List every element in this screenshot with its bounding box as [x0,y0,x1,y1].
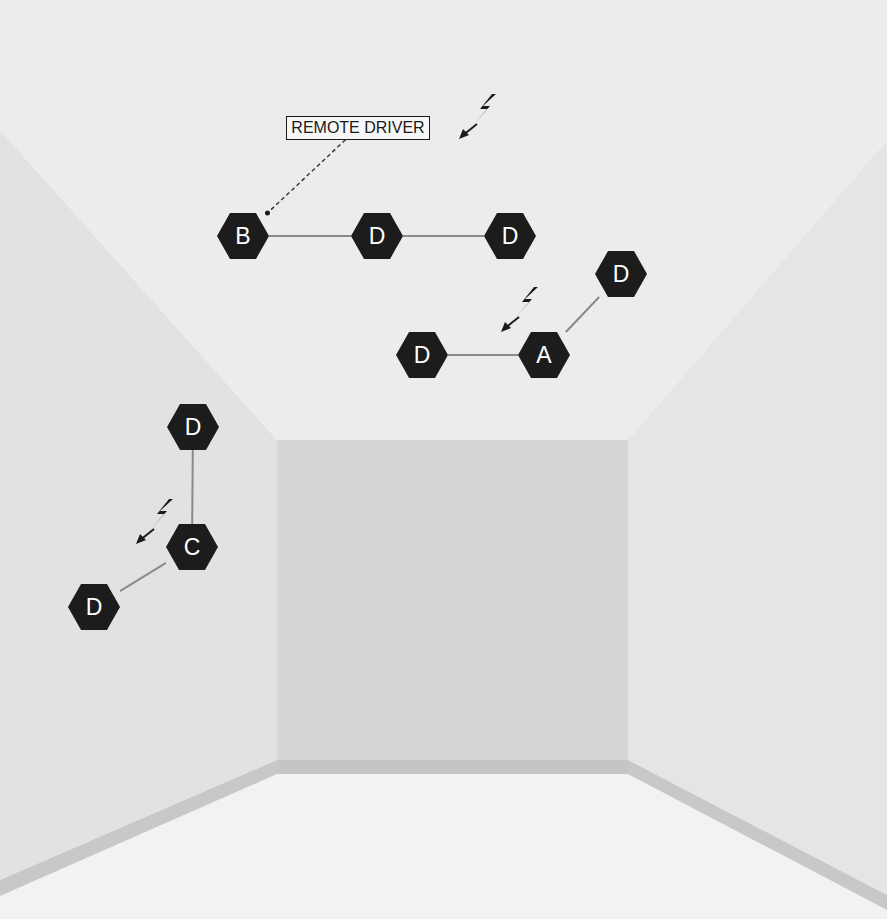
lightning-bolt [459,94,496,139]
lightning-bolt [501,287,538,332]
fixture-letter: D [502,225,519,248]
fixture-hexagon: D [68,584,120,630]
bolt-arrowhead [459,129,469,139]
back-wall [277,440,628,760]
hexagon-outline [167,404,219,450]
wire-line [448,354,518,356]
wire-line [566,297,599,332]
hexagon-outline [595,251,647,297]
baseboard [277,760,628,774]
fixture-letter: D [414,344,431,367]
wire-line [269,235,351,237]
baseboard [0,760,277,896]
bolt-arrowhead [136,534,146,544]
bolt-shape [516,287,538,317]
fixture-hexagon: D [167,404,219,450]
fixture-hexagon: D [396,332,448,378]
hexagon-outline [351,213,403,259]
fixture-hexagon: C [166,524,218,570]
lightning-bolt [136,499,173,544]
hexagon-outline [396,332,448,378]
baseboard [628,760,887,910]
fixture-hexagon: B [217,213,269,259]
leader-dot [265,211,270,216]
wire-line [120,563,166,591]
wire-line [191,450,194,524]
fixture-letter: B [235,225,250,248]
hexagon-outline [68,584,120,630]
hexagon-outline [217,213,269,259]
floor [0,760,887,919]
fixture-letter: C [184,536,201,559]
fixture-letter: A [536,344,551,367]
fixture-letter: D [369,225,386,248]
callout-box: REMOTE DRIVER [286,116,429,140]
bolt-arrowhead [501,322,511,332]
fixture-letter: D [86,596,103,619]
callout-text: REMOTE DRIVER [291,119,424,137]
fixture-hexagon: A [518,332,570,378]
fixture-hexagon: D [351,213,403,259]
bolt-shape [151,499,173,529]
leader-line [267,140,345,213]
fixture-letter: D [613,263,630,286]
fixture-letter: D [185,416,202,439]
fixture-hexagon: D [595,251,647,297]
fixture-hexagon: D [484,213,536,259]
hexagon-outline [166,524,218,570]
hexagon-outline [518,332,570,378]
bolt-shape [474,94,496,124]
wire-line [403,235,484,237]
left-wall [0,130,277,880]
hexagon-outline [484,213,536,259]
